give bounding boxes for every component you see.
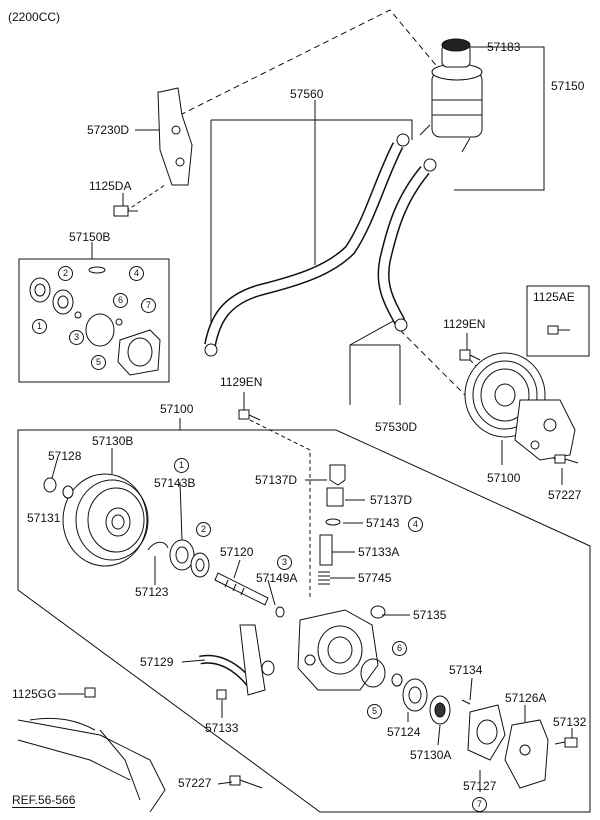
part-label-57130a[interactable]: 57130A [410,748,452,762]
fitting-57137d [325,464,346,526]
part-label-57149a[interactable]: 57149A [256,571,298,585]
plate-57127 [467,704,506,761]
part-label-57128[interactable]: 57128 [48,449,82,463]
part-label-1129en-lower[interactable]: 1129EN [220,375,263,389]
bolt-57227-right [554,454,579,464]
part-label-57124[interactable]: 57124 [387,725,421,739]
bolt-57132 [554,737,578,748]
callout-7: 7 [472,797,487,812]
callout-1-kit: 1 [32,319,47,334]
o-ring-6 [391,673,403,687]
part-label-57130b[interactable]: 57130B [92,434,134,448]
callout-5-kit: 5 [91,355,106,370]
part-label-1125gg[interactable]: 1125GG [12,687,57,701]
bolt-57135 [370,605,386,619]
part-label-57745[interactable]: 57745 [358,571,392,585]
part-label-57120[interactable]: 57120 [220,545,254,559]
part-label-57132[interactable]: 57132 [553,715,587,729]
cam-ring-57124 [402,678,428,712]
callout-3: 3 [277,555,292,570]
part-label-57560[interactable]: 57560 [290,87,324,101]
pulley-57130b [62,473,149,567]
part-label-57127[interactable]: 57127 [463,779,497,793]
cover-57126a [504,719,549,789]
part-label-57133a[interactable]: 57133A [358,545,400,559]
part-label-57150b[interactable]: 57150B [69,230,111,244]
part-label-1125ae[interactable]: 1125AE [533,290,575,304]
bolt-1125da [113,205,138,217]
part-label-57133[interactable]: 57133 [205,721,239,735]
assembled-pump [464,352,576,461]
leader-57150 [454,46,545,191]
part-label-57137d-top[interactable]: 57137D [255,473,298,487]
seal-57149a [275,606,285,618]
hose-57560-outline [204,142,404,347]
part-label-57150[interactable]: 57150 [551,79,585,93]
rotor-57130a [429,695,451,725]
seal-kit-parts [29,266,161,376]
bolt-1125ae [547,325,570,335]
reservoir-tank [419,38,483,153]
pipe-57129 [199,624,275,696]
bolt-57133 [216,689,227,700]
part-label-57100-assembly[interactable]: 57100 [487,471,521,485]
kit-57150b-frame [18,258,170,383]
bolt-1129en-upper [459,349,481,361]
part-label-57134[interactable]: 57134 [449,663,483,677]
part-label-57143[interactable]: 57143 [366,516,400,530]
leader-57560 [210,100,413,330]
nut-57131 [43,477,57,493]
kit-1125ae-frame [526,285,590,357]
part-label-57126a[interactable]: 57126A [505,691,547,705]
washer-57128 [62,485,74,499]
hose-57560-fill [205,142,403,346]
seal-2 [190,552,210,578]
leader-57530d [349,319,401,405]
callout-7-kit: 7 [141,298,156,313]
reference-link-56-566[interactable]: REF.56-566 [12,793,76,808]
bolt-1125gg [84,687,96,698]
bolt-1129en-lower [238,409,261,421]
callout-2-kit: 2 [58,266,73,281]
steering-gear-ref [17,717,166,813]
callout-6: 6 [392,641,407,656]
callout-3-kit: 3 [69,330,84,345]
callout-4-kit: 4 [129,266,144,281]
part-label-57123[interactable]: 57123 [135,585,169,599]
bracket-57230d [157,87,193,186]
part-label-57137d[interactable]: 57137D [370,493,413,507]
part-label-57183[interactable]: 57183 [487,40,521,54]
bolt-57227-lower [229,775,263,789]
part-label-57230d[interactable]: 57230D [87,123,130,137]
bearing-57143b [169,539,195,571]
shaft-57120 [214,572,269,606]
part-label-57227-lower[interactable]: 57227 [178,776,212,790]
part-label-57143b[interactable]: 57143B [154,476,196,490]
part-label-1129en-upper[interactable]: 1129EN [443,317,486,331]
callout-4: 4 [408,517,423,532]
part-label-1125da[interactable]: 1125DA [89,179,132,193]
part-label-57131[interactable]: 57131 [27,511,61,525]
pin-57134 [461,699,471,705]
engine-variant-heading: (2200CC) [8,10,61,24]
callout-1: 1 [174,458,189,473]
valve-57133a [318,534,333,585]
part-label-57530d[interactable]: 57530D [375,420,418,434]
pump-housing [297,609,379,691]
hose-57530d-fill [378,167,429,325]
part-label-57100-main[interactable]: 57100 [160,402,194,416]
dash-bracket-to-tank [179,9,441,116]
part-label-57227-right[interactable]: 57227 [548,488,582,502]
callout-2: 2 [196,522,211,537]
part-label-57135[interactable]: 57135 [413,608,447,622]
callout-5: 5 [367,704,382,719]
snap-ring-57123 [147,541,169,551]
o-ring-5 [360,658,386,688]
callout-6-kit: 6 [113,293,128,308]
exploded-view-frame [17,429,591,813]
part-label-57129[interactable]: 57129 [140,655,174,669]
